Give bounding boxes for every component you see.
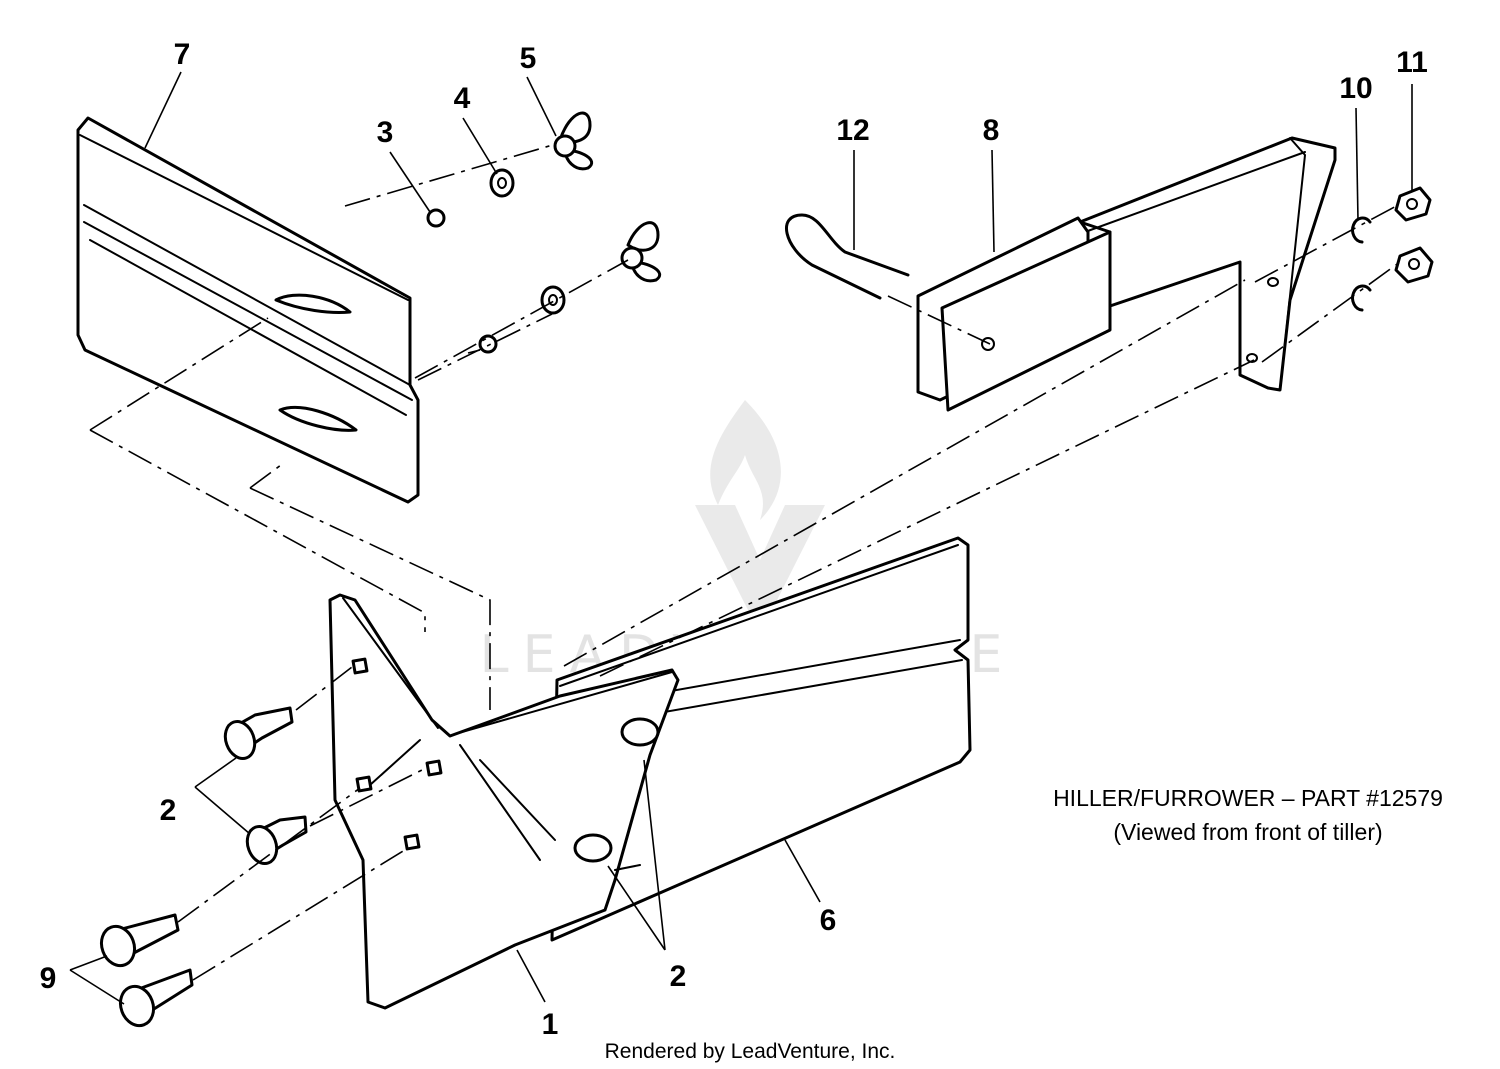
carriage-bolt-long-icon [99,913,194,1028]
callout-10: 10 [1339,72,1372,105]
callout-1: 1 [542,1008,559,1041]
diagram-subtitle: (Viewed from front of tiller) [1113,819,1382,845]
callout-5: 5 [520,42,537,75]
callout-labels: 7 5 4 3 12 8 10 11 2 2 6 1 9 [40,38,1428,1041]
callout-11: 11 [1396,46,1428,79]
leader-lines [69,71,1413,1005]
wing-nut-icon [553,111,662,283]
flat-washer-icon [489,168,566,315]
hair-pin-clip-icon [785,213,910,300]
callout-4: 4 [454,82,471,115]
extension-plate-icon [76,116,420,504]
callout-3: 3 [377,116,394,149]
callout-9: 9 [40,962,57,995]
hex-nut-icon [1394,186,1434,284]
callout-2-left: 2 [160,794,177,827]
carriage-bolt-icon [223,706,308,865]
split-lock-washer-icon [1351,216,1372,312]
callout-2-right: 2 [670,960,687,993]
callout-12: 12 [836,114,869,147]
callout-7: 7 [174,38,191,71]
callout-6: 6 [820,904,837,937]
diagram-title: HILLER/FURROWER – PART #12579 [1053,785,1443,811]
hiller-wing-plate-icon [328,593,680,1010]
leadventure-flame-logo-icon [695,400,825,610]
lock-washer-icon [426,208,498,354]
mounting-bracket-icon [916,136,1337,412]
assembly-lines [89,143,1401,981]
footer-credit: Rendered by LeadVenture, Inc. [605,1040,896,1063]
callout-8: 8 [983,114,1000,147]
